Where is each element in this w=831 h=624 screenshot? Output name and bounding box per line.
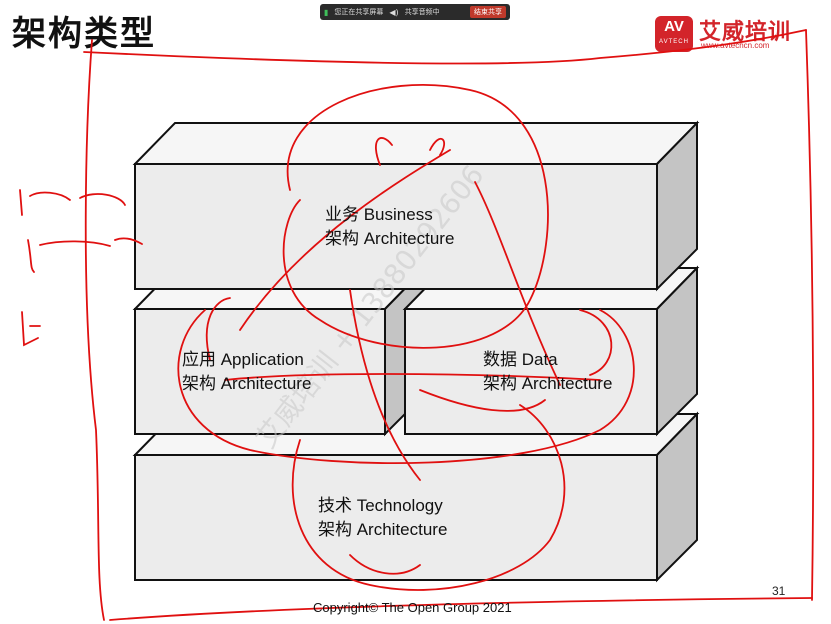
- slide-title: 架构类型: [12, 14, 156, 54]
- screen-share-bar: ▮ 您正在共享屏幕 ◀) 共享音频中 结束共享: [320, 4, 510, 20]
- data-architecture-label: 数据 Data 架构 Architecture: [483, 350, 613, 393]
- page-number: 31: [772, 584, 786, 598]
- share-status: 您正在共享屏幕: [334, 8, 384, 16]
- stop-share-button[interactable]: 结束共享: [470, 6, 506, 18]
- logo-url: www.avtechcn.com: [701, 41, 770, 50]
- av-logo-icon: AV AVTECH: [655, 16, 693, 52]
- pen-annotations: [19, 29, 815, 621]
- application-architecture-label: 应用 Application 架构 Architecture: [182, 350, 312, 393]
- technology-architecture-label: 技术 Technology 架构 Architecture: [318, 496, 448, 539]
- copyright-notice: Copyright© The Open Group 2021: [313, 600, 512, 615]
- business-architecture-label: 业务 Business 架构 Architecture: [325, 205, 455, 248]
- audio-status[interactable]: 共享音频中: [404, 8, 440, 16]
- speaker-icon: ◀): [389, 7, 399, 17]
- signal-icon: ▮: [324, 7, 329, 17]
